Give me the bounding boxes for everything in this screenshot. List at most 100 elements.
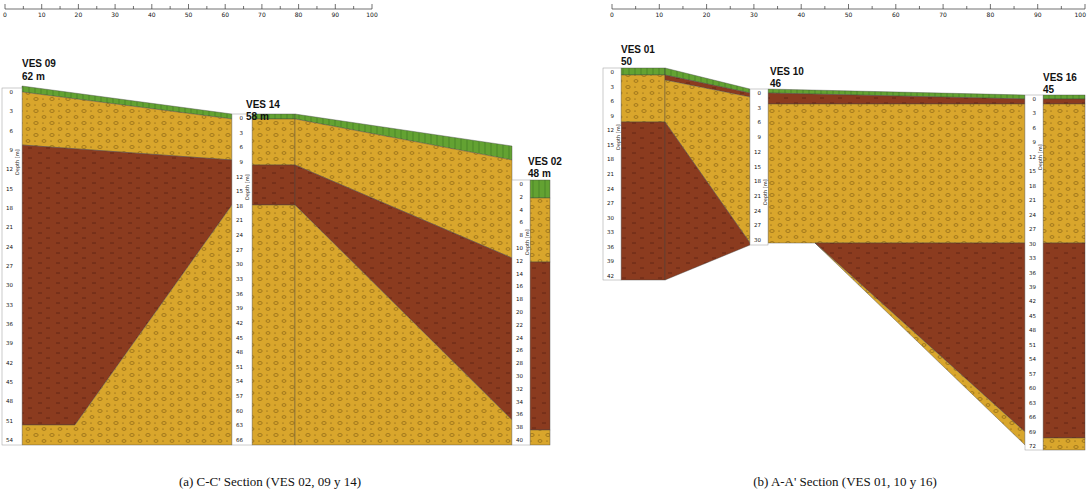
well-name: VES 14 [246,99,280,110]
depth-tick: 42 [1025,298,1036,304]
depth-tick: 3 [603,84,614,90]
depth-tick: 9 [603,113,614,119]
scale-tick [206,6,207,9]
geology-layers [22,68,1085,450]
depth-tick: 18 [750,178,761,184]
scale-tick [261,4,262,9]
depth-tick: 0 [512,181,523,187]
depth-tick: 18 [2,205,13,211]
scale-tick [372,4,373,9]
depth-tick: 21 [1025,197,1036,203]
depth-tick: 69 [1025,429,1036,435]
well-name: VES 01 [621,44,655,55]
depth-tick: 36 [603,244,614,250]
depth-tick: 26 [512,347,523,353]
scale-tick [151,4,152,9]
depth-tick: 6 [1025,125,1036,131]
scale-tick [943,4,944,9]
depth-tick: 30 [1025,241,1036,247]
elevation: 46 [770,78,781,89]
scale-number: 100 [1075,11,1086,18]
depth-tick: 15 [750,164,761,170]
elevation: 62 m [22,71,45,82]
depth-tick: 51 [232,364,243,370]
depth-tick: 22 [512,322,523,328]
depth-tick: 6 [750,119,761,125]
depth-tick: 0 [1025,96,1036,102]
depth-tick: 39 [2,340,13,346]
scale-number: 90 [1034,11,1042,18]
depth-tick: 20 [512,309,523,315]
scale-tick [730,6,731,9]
depth-tick: 42 [232,320,243,326]
depth-tick: 18 [232,203,243,209]
depth-tick: 12 [2,166,13,172]
depth-tick: 33 [232,276,243,282]
scale-tick [848,4,849,9]
scale-number: 50 [845,11,853,18]
depth-tick: 66 [232,437,243,443]
depth-tick: 0 [2,89,13,95]
depth-tick: 30 [2,282,13,288]
depth-tick: 12 [232,174,243,180]
scale-tick [919,6,920,9]
depth-tick: 36 [232,291,243,297]
scale-number: 50 [185,11,193,18]
depth-tick: 3 [2,108,13,114]
scale-tick [659,4,660,9]
scale-tick [298,4,299,9]
depth-tick: 60 [232,408,243,414]
depth-axis [2,68,1043,450]
depth-tick: 45 [232,335,243,341]
depth-tick: 33 [2,302,13,308]
depth-tick: 33 [603,229,614,235]
depth-tick: 39 [1025,284,1036,290]
scale-tick [188,4,189,9]
scale-tick [115,4,116,9]
depth-tick: 18 [512,296,523,302]
scale-number: 70 [939,11,947,18]
depth-tick: 21 [603,171,614,177]
depth-tick: 9 [1025,139,1036,145]
scale-bar [5,9,1085,10]
scale-tick [872,6,873,9]
scale-tick [777,6,778,9]
scale-tick [41,4,42,9]
depth-tick: 24 [1025,212,1036,218]
scale-number: 60 [892,11,900,18]
depth-tick: 3 [232,130,243,136]
well-name: VES 02 [528,156,562,167]
depth-tick: 24 [750,208,761,214]
scale-tick [824,6,825,9]
scale-tick [612,4,613,9]
well-name: VES 09 [22,58,56,69]
depth-tick: 27 [2,263,13,269]
scale-tick [170,6,171,9]
depth-tick: 27 [232,247,243,253]
scale-tick [5,4,6,9]
depth-tick: 36 [512,411,523,417]
depth-tick: 24 [512,335,523,341]
depth-tick: 51 [1025,342,1036,348]
depth-tick: 12 [750,149,761,155]
depth-tick: 6 [232,144,243,150]
depth-tick: 63 [1025,400,1036,406]
well-name: VES 10 [770,66,804,77]
depth-tick: 12 [1025,154,1036,160]
figure-caption: (a) C-C' Section (VES 02, 09 y 14) [179,474,361,490]
depth-tick: 0 [603,69,614,75]
depth-tick: 66 [1025,414,1036,420]
depth-tick: 57 [1025,371,1036,377]
depth-tick: 9 [750,134,761,140]
depth-tick: 21 [232,217,243,223]
depth-tick: 48 [232,349,243,355]
depth-tick: 72 [1025,443,1036,449]
depth-tick: 48 [1025,327,1036,333]
depth-tick: 36 [2,321,13,327]
scale-tick [335,4,336,9]
depth-tick: 27 [1025,226,1036,232]
scale-tick [1085,4,1086,9]
depth-tick: 34 [512,399,523,405]
depth-tick: 48 [2,398,13,404]
